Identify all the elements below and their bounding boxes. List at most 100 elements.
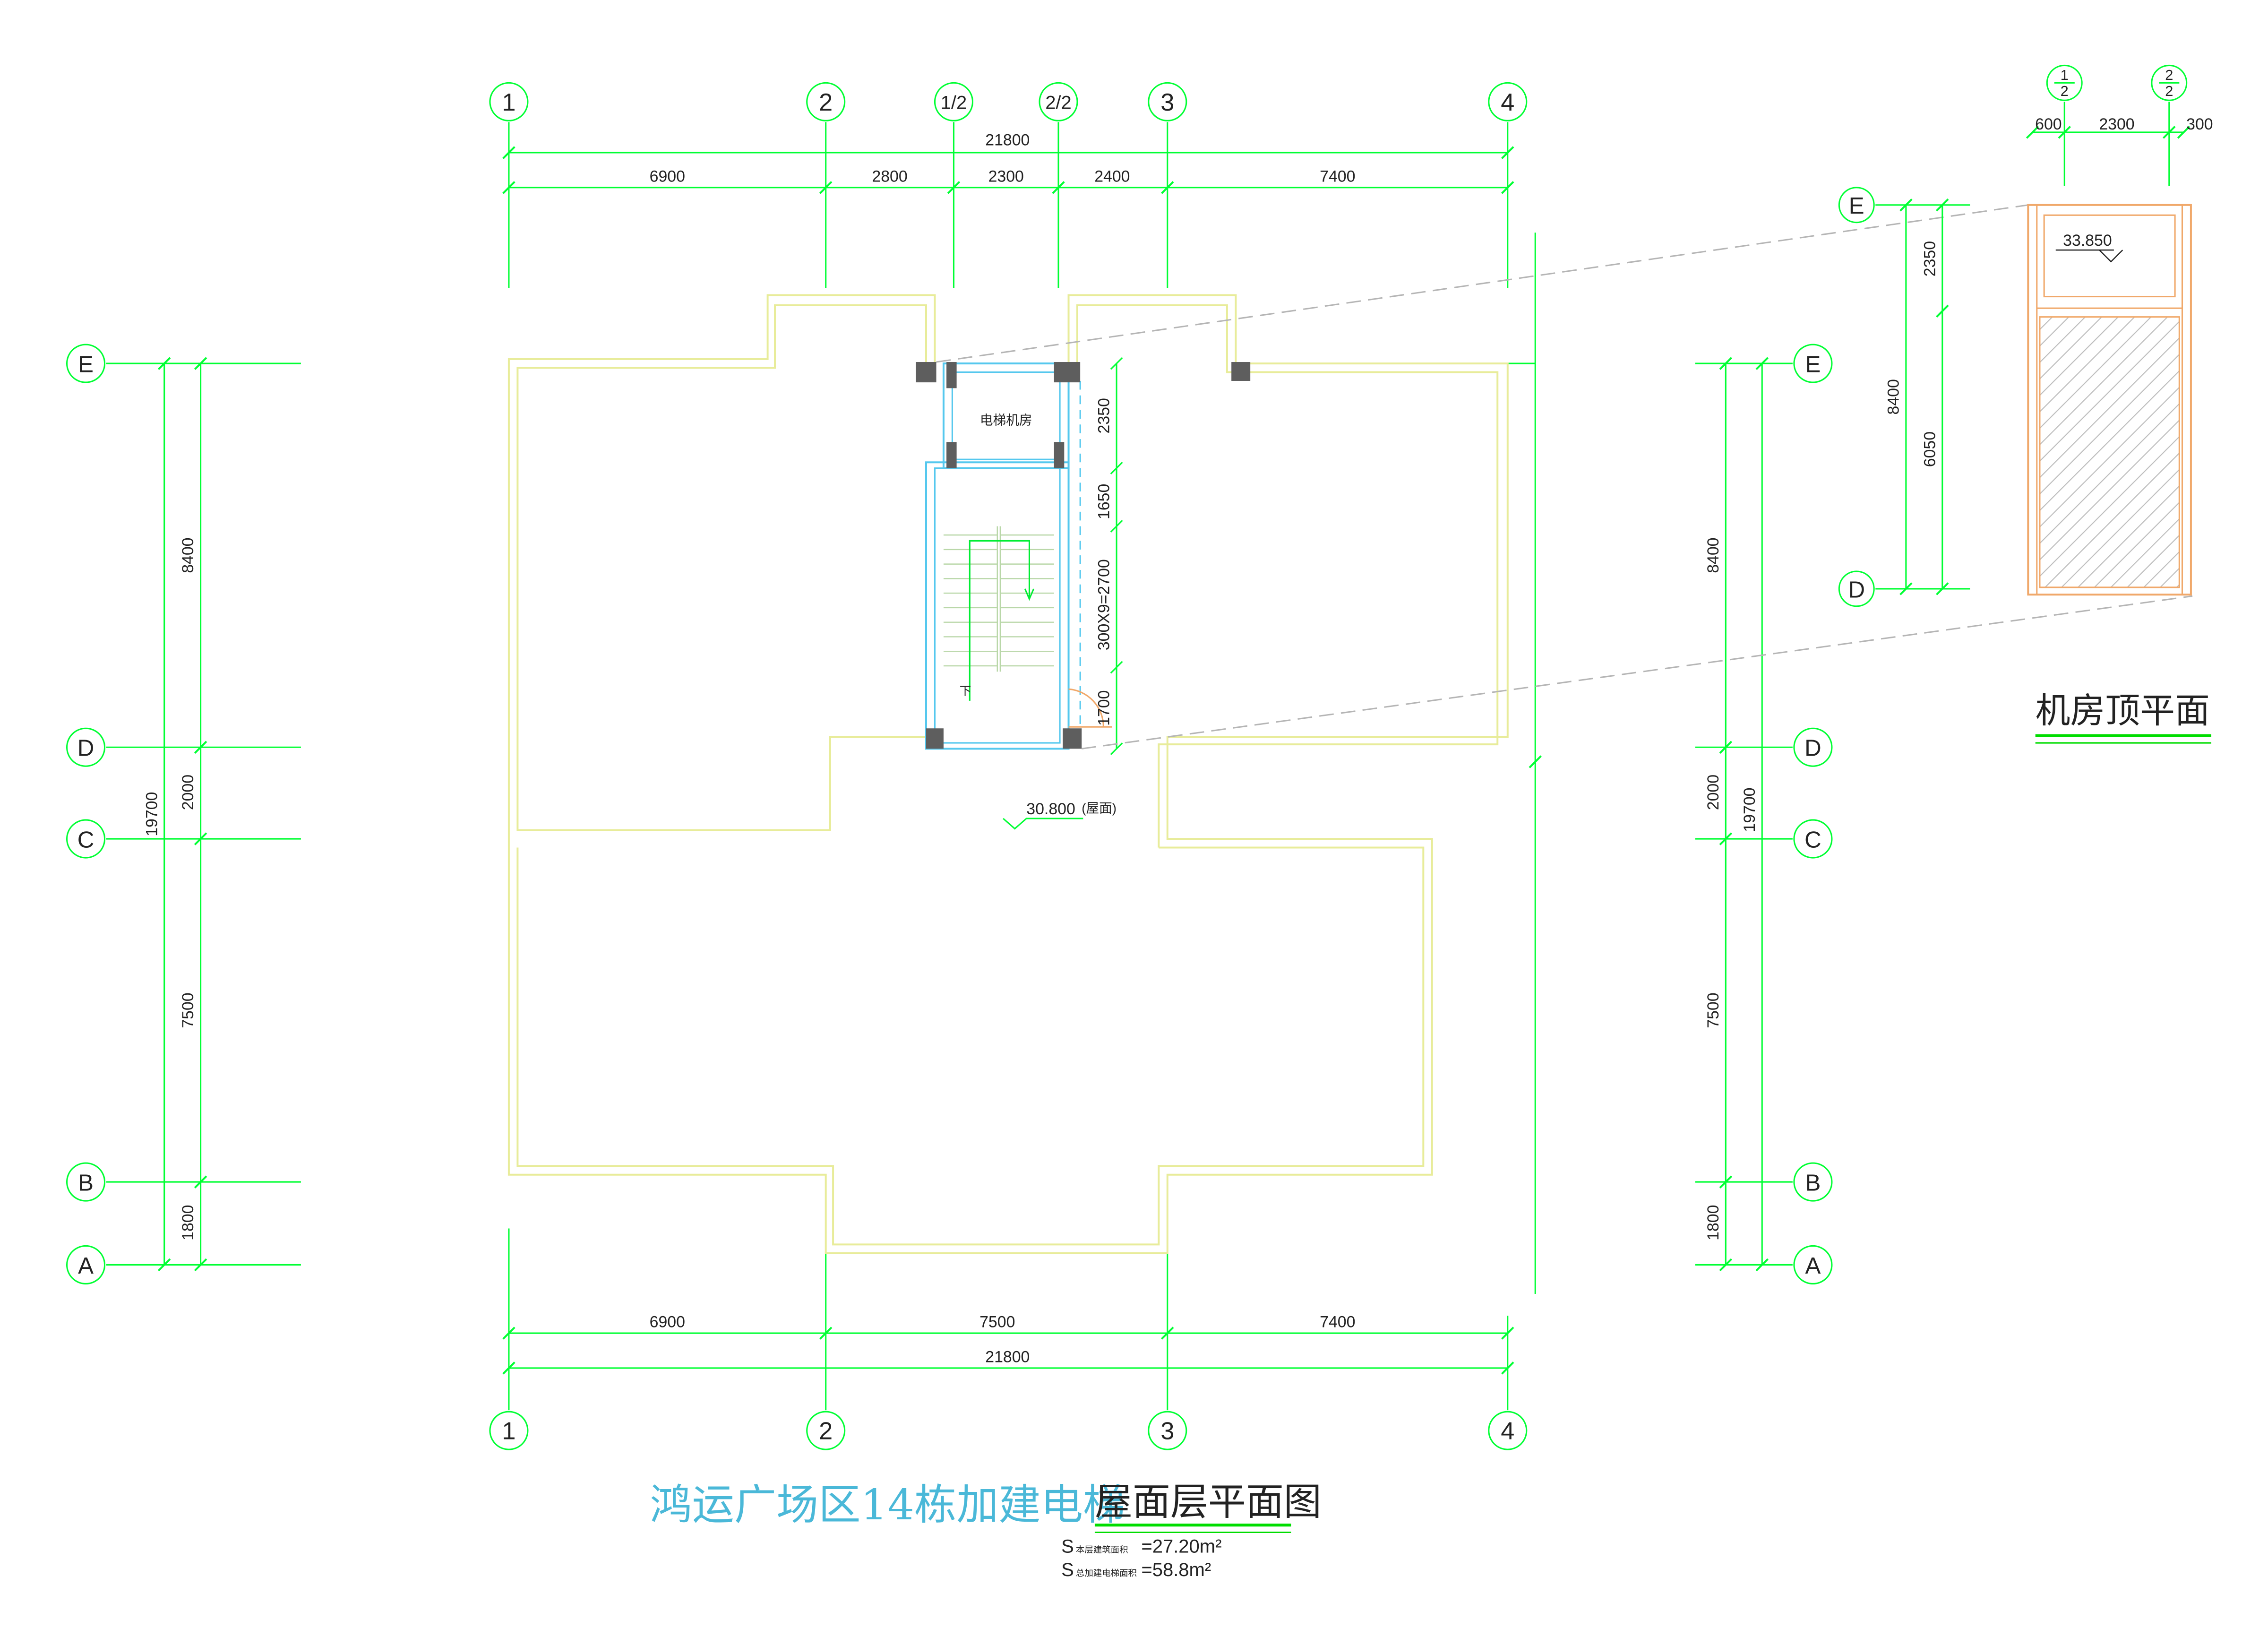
axis-bubble-top-4 [1488, 82, 1528, 121]
dim-bottom-seg-3: 7400 [1320, 1313, 1355, 1331]
detail-axis-den-2: 2 [2165, 83, 2173, 99]
detail-axis-num-1: 1 [2061, 67, 2069, 83]
dim-shaft-3: 300X9=2700 [1095, 559, 1113, 650]
main-title-drawing: 屋面层平面图 [1095, 1480, 1322, 1524]
dim-left-seg-3: 7500 [179, 992, 197, 1028]
detail-axis-label-E: E [1849, 193, 1864, 219]
dim-detail-top-2: 2300 [2099, 115, 2134, 133]
structural-columns [916, 362, 1251, 749]
axis-label-top-4: 4 [1501, 89, 1514, 116]
column [916, 362, 936, 383]
dim-left-seg-4: 1800 [179, 1205, 197, 1241]
axis-bubble-bottom-4 [1488, 1411, 1528, 1450]
axis-bubble-left-B [66, 1162, 106, 1202]
machine-room-roof-detail: 33.850 [2027, 204, 2192, 596]
column [926, 728, 944, 749]
dim-detail-side-total: 8400 [1884, 379, 1902, 414]
axis-bubble-right-D [1793, 727, 1833, 767]
stair-core-outline [925, 461, 1070, 750]
area-1-prefix: S [1061, 1536, 1074, 1557]
stair-core: 电梯机房 下 [925, 362, 1112, 750]
dim-right-seg-3: 7500 [1704, 992, 1722, 1028]
column [1231, 362, 1251, 381]
axis-label-bottom-2: 2 [819, 1418, 833, 1445]
axis-label-right-E: E [1805, 352, 1821, 378]
bottom-dim-ticks [502, 1327, 1514, 1375]
area-1-label: 本层建筑面积 [1076, 1545, 1128, 1555]
axis-bubble-top-3 [1148, 82, 1187, 121]
area-2-value: =58.8m² [1141, 1559, 1211, 1580]
dim-top-seg-5: 7400 [1320, 168, 1355, 186]
stair-treads [943, 526, 1054, 672]
machine-room-inner [951, 371, 1061, 460]
axis-label-bottom-1: 1 [502, 1418, 515, 1445]
dim-detail-top-1: 600 [2035, 115, 2062, 133]
axis-bubble-detail-D [1838, 570, 1875, 607]
dim-bottom-seg-1: 6900 [650, 1313, 685, 1331]
detail-title: 机房顶平面 [2036, 690, 2210, 731]
column [1063, 728, 1082, 749]
axis-label-left-D: D [77, 735, 94, 761]
axis-label-left-A: A [78, 1253, 94, 1279]
shaft-dim-lines [1110, 357, 1123, 755]
stair-down-label: 下 [960, 685, 971, 698]
right-grid-lines [1507, 233, 1793, 1294]
roof-parapet-outline [507, 294, 1509, 1254]
axis-bubble-top-1-2 [934, 82, 973, 121]
main-title-project: 鸿运广场区14栋加建电梯 [650, 1481, 1125, 1530]
axis-bubble-top-1 [489, 82, 529, 121]
dim-bottom-total: 21800 [985, 1348, 1030, 1366]
dim-right-seg-1: 8400 [1704, 538, 1722, 573]
left-axis-bubbles [66, 344, 106, 1284]
axis-bubble-top-2-2 [1039, 82, 1078, 121]
dim-right-seg-2: 2000 [1704, 775, 1722, 810]
roof-level-mark: 30.800 (屋面) [1003, 800, 1117, 830]
left-grid-lines [106, 362, 301, 1266]
axis-label-bottom-4: 4 [1501, 1418, 1514, 1445]
detail-grid-lines [1875, 102, 2184, 590]
axis-bubble-left-E [66, 344, 106, 383]
area-2-label: 总加建电梯面积 [1076, 1568, 1137, 1578]
right-axis-bubbles [1793, 344, 1833, 1284]
detail-axis-den-1: 2 [2061, 83, 2069, 99]
detail-outline [2027, 204, 2192, 596]
right-dim-ticks [1529, 357, 1769, 1272]
roof-level-value: 30.800 [1026, 800, 1075, 818]
axis-bubble-top-2 [806, 82, 846, 121]
machine-room-outline [942, 362, 1070, 469]
area-1-value: =27.20m² [1141, 1536, 1221, 1557]
detail-axis-num-2: 2 [2165, 67, 2173, 83]
dim-top-seg-4: 2400 [1094, 168, 1130, 186]
stair-arrow [969, 540, 1035, 701]
axis-label-left-E: E [78, 352, 94, 378]
detail-parapet-inner [2043, 214, 2176, 298]
axis-bubble-right-C [1793, 819, 1833, 859]
dim-detail-side-2: 6050 [1921, 431, 1939, 467]
detail-dim-ticks [1899, 126, 2191, 595]
axis-label-top-3: 3 [1160, 89, 1174, 116]
dim-top-seg-1: 6900 [650, 168, 685, 186]
detail-side-bubbles [1838, 187, 1875, 607]
dim-right-total: 19700 [1741, 788, 1759, 832]
axis-label-bottom-3: 3 [1160, 1418, 1174, 1445]
dim-top-seg-2: 2800 [872, 168, 907, 186]
axis-bubble-left-A [66, 1245, 106, 1284]
column [946, 362, 957, 388]
axis-bubble-right-B [1793, 1162, 1833, 1202]
door-swing [1068, 688, 1104, 727]
axis-label-right-A: A [1805, 1253, 1821, 1279]
axis-bubble-left-D [66, 727, 106, 767]
dim-shaft-2: 1650 [1095, 484, 1113, 519]
dim-top-seg-3: 2300 [988, 168, 1024, 186]
area-2-prefix: S [1061, 1559, 1074, 1580]
bottom-axis-bubbles [489, 1411, 1528, 1450]
detail-level-value: 33.850 [2063, 232, 2112, 250]
axis-bubble-bottom-3 [1148, 1411, 1187, 1450]
dim-top-total: 21800 [985, 131, 1030, 149]
top-dim-ticks [502, 146, 1514, 194]
axis-bubble-right-E [1793, 344, 1833, 383]
dim-shaft-4: 1700 [1095, 690, 1113, 726]
axis-label-right-B: B [1805, 1170, 1821, 1196]
axis-label-left-B: B [78, 1170, 94, 1196]
bottom-grid-lines [508, 1228, 1509, 1411]
